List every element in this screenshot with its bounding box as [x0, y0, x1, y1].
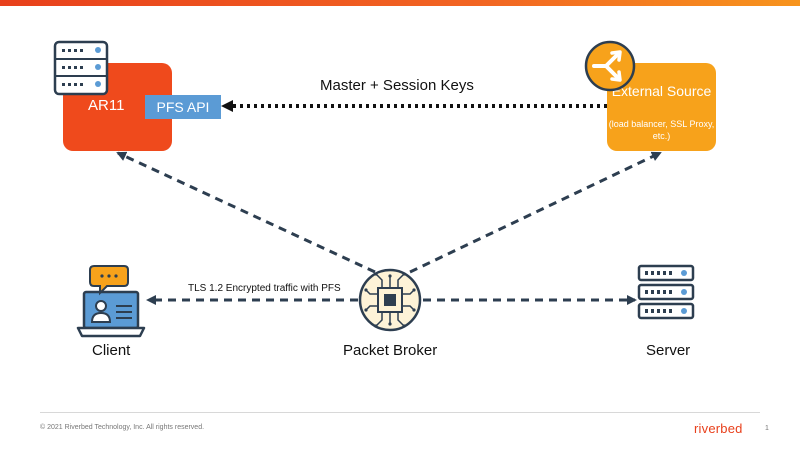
packet-broker-label: Packet Broker	[343, 342, 438, 359]
tls-edge-label: TLS 1.2 Encrypted traffic with PFS	[188, 283, 341, 294]
top-accent-bar	[0, 0, 800, 6]
server-stack-icon	[637, 264, 695, 320]
server-rack-icon	[53, 40, 109, 96]
copyright-text: © 2021 Riverbed Technology, Inc. All rig…	[40, 424, 205, 431]
load-balancer-icon	[584, 40, 636, 92]
server-label: Server	[646, 342, 691, 359]
chip-circuit-icon	[358, 268, 422, 332]
external-source-title: External Source	[611, 83, 712, 99]
broker-to-external-arrow	[409, 151, 662, 274]
footer-divider	[40, 412, 760, 413]
riverbed-logo: riverbed	[694, 421, 743, 436]
ar11-label: AR11	[88, 97, 125, 114]
external-source-subtitle: (load balancer, SSL Proxy, etc.)	[608, 119, 715, 141]
broker-to-ar11-arrow	[116, 151, 376, 274]
client-label: Client	[92, 342, 131, 359]
pfs-api-label: PFS API	[145, 95, 221, 119]
laptop-user-icon	[76, 265, 146, 338]
keys-edge-label: Master + Session Keys	[320, 77, 474, 94]
page-number: 1	[765, 425, 769, 432]
